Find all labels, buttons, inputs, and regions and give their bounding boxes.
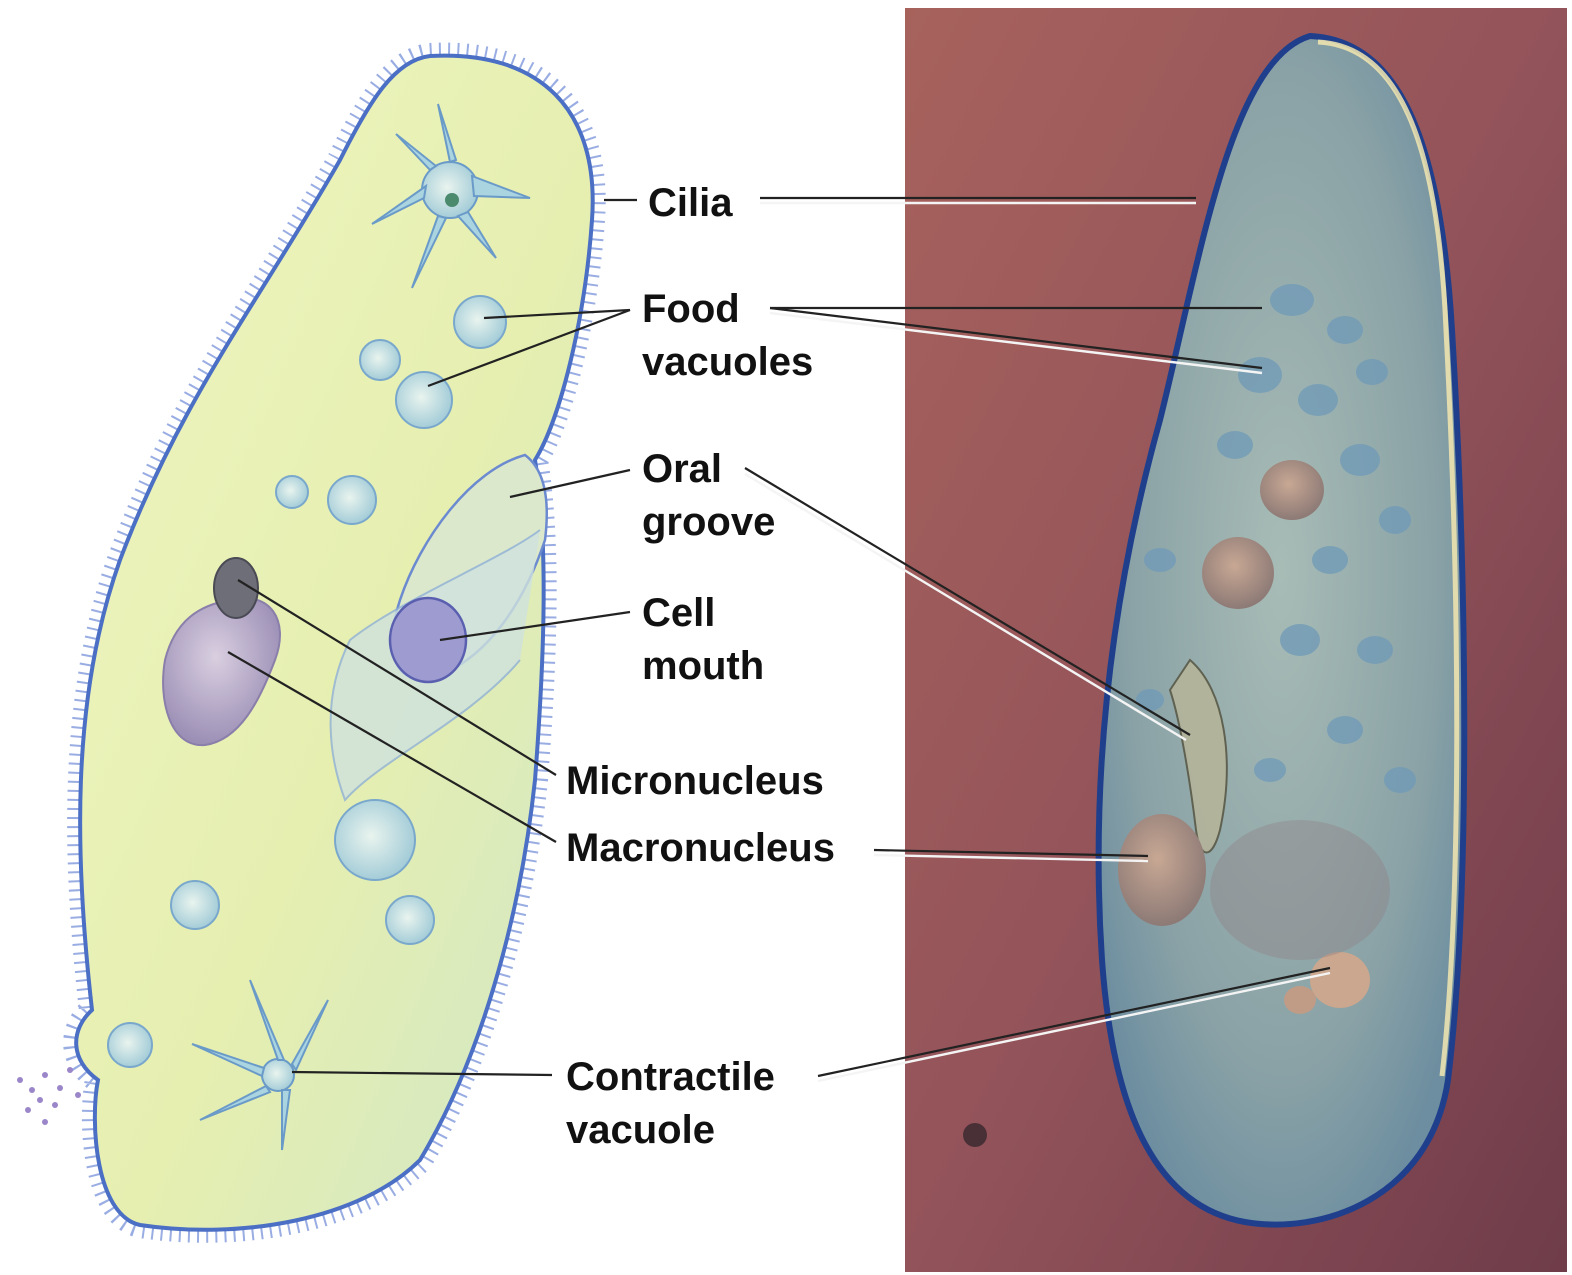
- label-food-vacuoles-line1: Food: [642, 287, 740, 331]
- paramecium-drawing: [17, 56, 593, 1230]
- photo-macronucleus: [1118, 814, 1206, 926]
- photo-contractile-vacuole: [1310, 952, 1370, 1008]
- label-cell-mouth-line1: Cell: [642, 591, 715, 635]
- label-contractile-vacuole-line2: vacuole: [566, 1108, 715, 1152]
- label-food-vacuoles-line2: vacuoles: [642, 340, 813, 384]
- label-macronucleus: Macronucleus: [566, 826, 835, 870]
- label-micronucleus: Micronucleus: [566, 759, 824, 803]
- label-cilia: Cilia: [648, 181, 733, 225]
- photo-vacuole-2: [1202, 537, 1274, 609]
- drawing-expelled-particles: [17, 1067, 81, 1125]
- photo-debris: [963, 1123, 987, 1147]
- photo-vacuole-1: [1260, 460, 1324, 520]
- label-cell-mouth-line2: mouth: [642, 644, 764, 688]
- label-oral-groove-line1: Oral: [642, 447, 722, 491]
- drawing-cell-mouth: [390, 598, 466, 682]
- label-contractile-vacuole-line1: Contractile: [566, 1055, 775, 1099]
- label-oral-groove-line2: groove: [642, 500, 775, 544]
- labels: Cilia Food vacuoles Oral groove Cell mou…: [566, 181, 835, 1152]
